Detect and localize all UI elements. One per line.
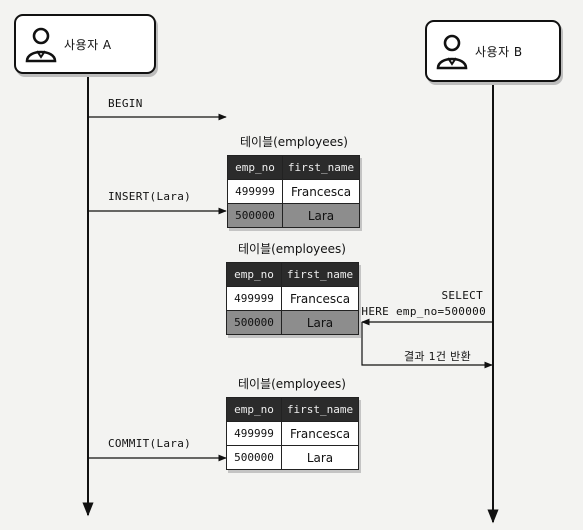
actor-a-label: 사용자 A bbox=[64, 37, 112, 52]
cell-first-name: Lara bbox=[282, 203, 360, 228]
message-insert: INSERT(Lara) bbox=[108, 190, 192, 203]
column-header: emp_no bbox=[227, 155, 283, 180]
cell-first-name: Lara bbox=[281, 445, 359, 470]
cell-emp-no: 500000 bbox=[226, 445, 282, 470]
column-header: first_name bbox=[282, 155, 360, 180]
cell-first-name: Lara bbox=[281, 310, 359, 335]
cell-emp-no: 500000 bbox=[227, 203, 283, 228]
actor-b-label: 사용자 B bbox=[475, 44, 523, 59]
table-title: 테이블(employees) bbox=[238, 377, 346, 391]
column-header: emp_no bbox=[226, 262, 282, 287]
table-header-row: emp_no first_name bbox=[226, 397, 359, 422]
message-select-line1: SELECT bbox=[441, 289, 483, 302]
table-title: 테이블(employees) bbox=[238, 242, 346, 256]
message-select-line2: WHERE emp_no=500000 bbox=[354, 305, 486, 318]
column-header: first_name bbox=[281, 397, 359, 422]
message-result: 결과 1건 반환 bbox=[404, 350, 471, 363]
employees-table: emp_no first_name 499999 Francesca 50000… bbox=[227, 155, 360, 228]
column-header: emp_no bbox=[226, 397, 282, 422]
employees-table: emp_no first_name 499999 Francesca 50000… bbox=[226, 262, 359, 335]
user-icon bbox=[436, 34, 468, 70]
table-row: 500000 Lara bbox=[226, 445, 359, 470]
table-row: 499999 Francesca bbox=[227, 179, 360, 204]
actor-a-box: 사용자 A bbox=[14, 14, 156, 74]
arrow-result bbox=[361, 322, 493, 369]
table-row-pending: 500000 Lara bbox=[227, 203, 360, 228]
message-commit: COMMIT(Lara) bbox=[108, 437, 192, 450]
table-row: 499999 Francesca bbox=[226, 421, 359, 446]
table-title: 테이블(employees) bbox=[240, 135, 348, 149]
cell-emp-no: 500000 bbox=[226, 310, 282, 335]
cell-first-name: Francesca bbox=[281, 286, 359, 311]
cell-emp-no: 499999 bbox=[227, 179, 283, 204]
message-begin: BEGIN bbox=[108, 97, 143, 110]
column-header: first_name bbox=[281, 262, 359, 287]
table-header-row: emp_no first_name bbox=[226, 262, 359, 287]
actor-b-box: 사용자 B bbox=[425, 20, 561, 82]
cell-emp-no: 499999 bbox=[226, 421, 282, 446]
cell-first-name: Francesca bbox=[282, 179, 360, 204]
table-header-row: emp_no first_name bbox=[227, 155, 360, 180]
table-row-pending: 500000 Lara bbox=[226, 310, 359, 335]
cell-emp-no: 499999 bbox=[226, 286, 282, 311]
table-row: 499999 Francesca bbox=[226, 286, 359, 311]
cell-first-name: Francesca bbox=[281, 421, 359, 446]
user-icon bbox=[25, 27, 57, 63]
employees-table: emp_no first_name 499999 Francesca 50000… bbox=[226, 397, 359, 470]
